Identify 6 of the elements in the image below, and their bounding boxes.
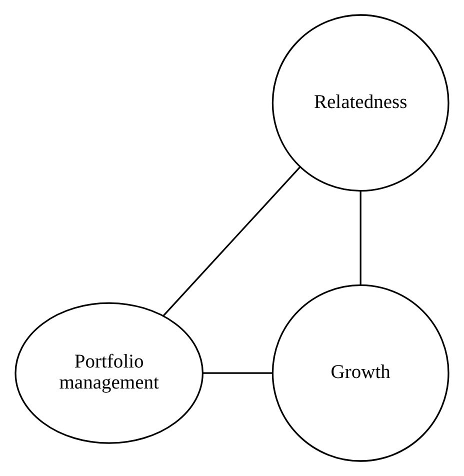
connector	[203, 372, 273, 374]
connector	[360, 191, 362, 285]
node-circle: Growth	[272, 284, 450, 462]
node-circle: Relatedness	[272, 14, 450, 192]
connector	[162, 166, 300, 316]
node-ellipse: Portfolio management	[14, 302, 204, 444]
